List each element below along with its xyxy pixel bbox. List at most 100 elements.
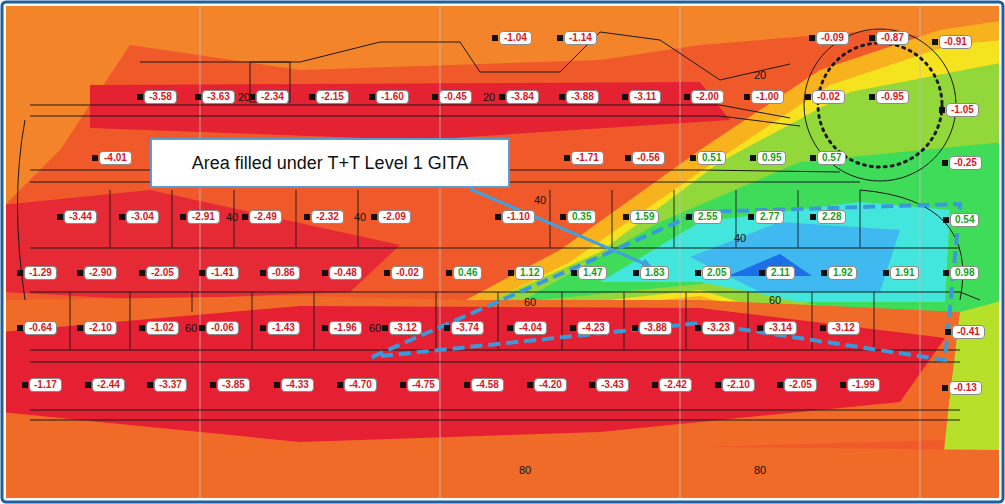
elevation-text: -0.86 — [272, 267, 295, 278]
elevation-value: -0.95 — [876, 90, 909, 104]
elevation-text: -0.02 — [396, 267, 419, 278]
elevation-value: -1.60 — [376, 90, 409, 104]
elevation-text: -3.12 — [832, 322, 855, 333]
elevation-value: 1.47 — [578, 266, 607, 280]
survey-point-marker — [260, 325, 266, 331]
elevation-text: 0.54 — [955, 214, 974, 225]
survey-point-marker — [444, 325, 450, 331]
survey-point-marker — [85, 382, 91, 388]
survey-point-marker — [571, 270, 577, 276]
survey-point-marker — [260, 270, 266, 276]
elevation-text: -4.20 — [539, 379, 562, 390]
survey-point-marker — [945, 329, 951, 335]
survey-point-marker — [869, 94, 875, 100]
survey-point-marker — [777, 382, 783, 388]
elevation-text: -2.05 — [789, 379, 812, 390]
elevation-text: -0.02 — [817, 91, 840, 102]
contour-label: 60 — [524, 296, 536, 308]
elevation-value: -2.05 — [146, 266, 179, 280]
elevation-text: 2.05 — [707, 267, 726, 278]
elevation-value: -1.41 — [206, 266, 239, 280]
survey-point-marker — [195, 94, 201, 100]
survey-point-marker — [57, 214, 63, 220]
survey-point-marker — [508, 270, 514, 276]
elevation-value: -0.02 — [812, 90, 845, 104]
elevation-value: -3.44 — [64, 210, 97, 224]
elevation-value: -3.74 — [451, 321, 484, 335]
elevation-value: -2.15 — [316, 90, 349, 104]
survey-point-marker — [22, 382, 28, 388]
elevation-text: 0.98 — [955, 267, 974, 278]
contour-label: 40 — [354, 211, 366, 223]
survey-point-marker — [210, 382, 216, 388]
elevation-value: -0.56 — [632, 151, 665, 165]
elevation-value: -1.14 — [564, 31, 597, 45]
elevation-text: 1.47 — [583, 267, 602, 278]
elevation-value: 2.77 — [755, 210, 784, 224]
elevation-text: -0.45 — [444, 91, 467, 102]
elevation-value: 0.51 — [697, 151, 726, 165]
elevation-text: -1.14 — [569, 32, 592, 43]
elevation-value: -2.42 — [659, 378, 692, 392]
survey-point-marker — [560, 214, 566, 220]
contour-label: 80 — [754, 464, 766, 476]
elevation-value: -3.63 — [202, 90, 235, 104]
elevation-text: -3.12 — [394, 322, 417, 333]
elevation-value: -4.58 — [471, 378, 504, 392]
elevation-value: -1.71 — [571, 151, 604, 165]
elevation-text: 0.95 — [762, 152, 781, 163]
elevation-text: -3.14 — [769, 322, 792, 333]
contour-label: 60 — [185, 322, 197, 334]
survey-point-marker — [499, 94, 505, 100]
elevation-value: -0.45 — [439, 90, 472, 104]
survey-point-marker — [382, 325, 388, 331]
elevation-text: -0.91 — [944, 36, 967, 47]
elevation-text: -3.58 — [149, 91, 172, 102]
survey-point-marker — [464, 382, 470, 388]
survey-point-marker — [137, 94, 143, 100]
survey-point-marker — [17, 270, 23, 276]
elevation-text: -4.01 — [104, 152, 127, 163]
elevation-value: -2.49 — [249, 210, 282, 224]
survey-point-marker — [942, 385, 948, 391]
elevation-text: -2.90 — [89, 267, 112, 278]
survey-point-marker — [840, 382, 846, 388]
survey-point-marker — [446, 270, 452, 276]
elevation-text: -2.00 — [696, 91, 719, 102]
survey-point-marker — [932, 39, 938, 45]
elevation-value: -3.12 — [389, 321, 422, 335]
elevation-value: -4.04 — [514, 321, 547, 335]
survey-point-marker — [199, 270, 205, 276]
elevation-value: 0.98 — [950, 266, 979, 280]
elevation-text: -1.41 — [211, 267, 234, 278]
elevation-value: 2.11 — [766, 266, 795, 280]
elevation-text: -3.11 — [634, 91, 656, 102]
survey-point-marker — [384, 270, 390, 276]
elevation-text: -2.49 — [254, 211, 277, 222]
elevation-value: -2.34 — [256, 90, 289, 104]
elevation-text: 2.28 — [822, 211, 841, 222]
elevation-value: 0.95 — [757, 151, 786, 165]
survey-point-marker — [139, 325, 145, 331]
elevation-value: -4.33 — [281, 378, 314, 392]
elevation-value: -4.70 — [344, 378, 377, 392]
elevation-value: -3.84 — [506, 90, 539, 104]
elevation-value: -3.88 — [639, 321, 672, 335]
elevation-value: -0.64 — [24, 321, 57, 335]
elevation-value: -2.44 — [92, 378, 125, 392]
elevation-text: -0.09 — [821, 32, 844, 43]
survey-point-marker — [337, 382, 343, 388]
survey-point-marker — [139, 270, 145, 276]
fill-area-outline — [372, 204, 960, 360]
elevation-value: -2.32 — [311, 210, 344, 224]
elevation-text: -1.04 — [504, 32, 527, 43]
survey-point-marker — [943, 270, 949, 276]
elevation-text: -1.29 — [29, 267, 52, 278]
survey-point-marker — [939, 107, 945, 113]
elevation-text: -0.48 — [334, 267, 357, 278]
survey-point-marker — [432, 94, 438, 100]
survey-point-marker — [942, 160, 948, 166]
survey-point-marker — [744, 94, 750, 100]
